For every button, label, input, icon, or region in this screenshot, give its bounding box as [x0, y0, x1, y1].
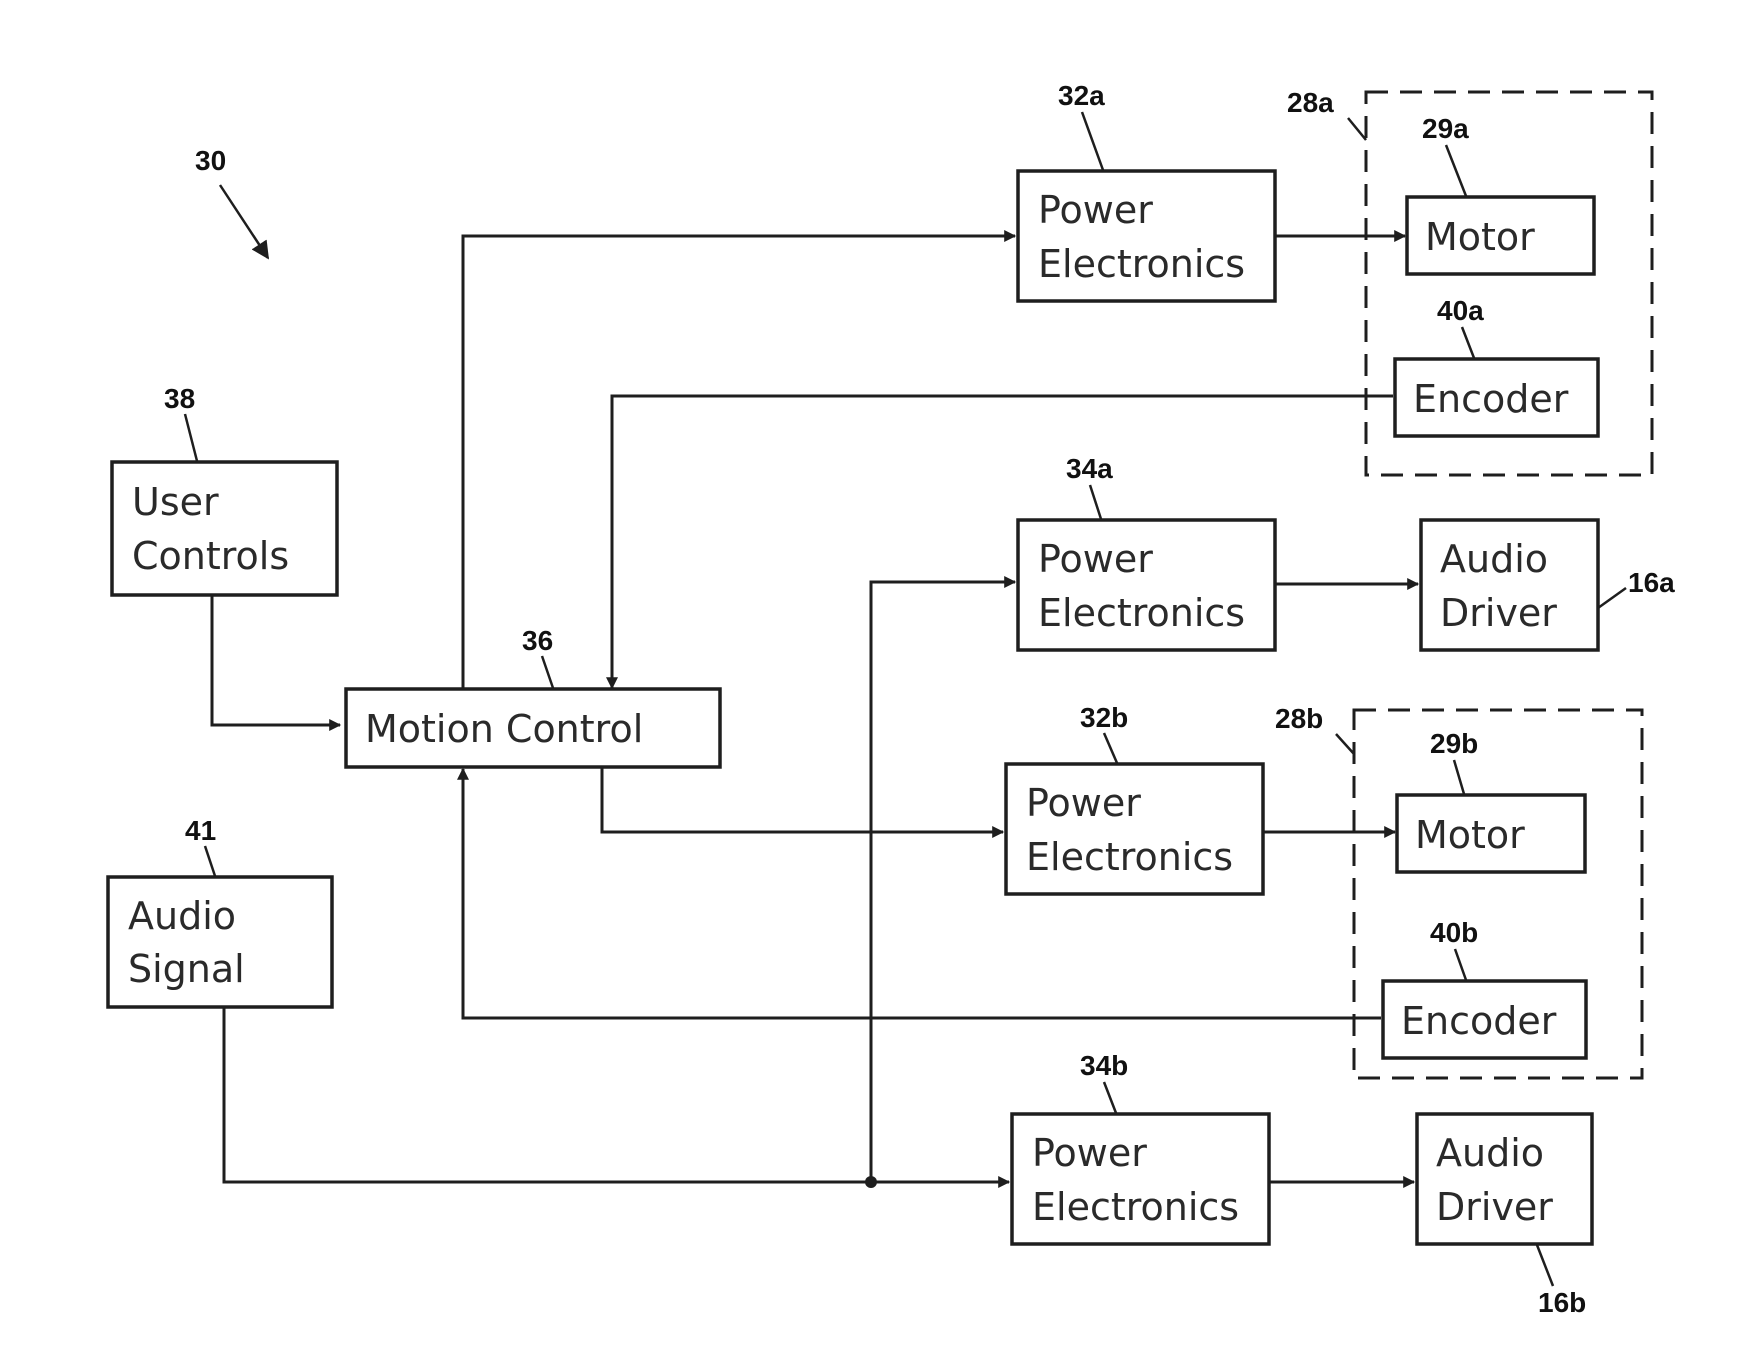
motion-control-block: Motion Control — [346, 689, 720, 767]
motor-29a-leader — [1446, 145, 1466, 196]
power-electronics-32b-block: Power Electronics — [1006, 764, 1263, 894]
encoder-40b-label: Encoder — [1401, 999, 1557, 1043]
group-28b-ref: 28b — [1275, 703, 1323, 734]
audio-driver-16b-block: Audio Driver — [1417, 1114, 1592, 1244]
encoder-40b-block: Encoder — [1383, 981, 1586, 1058]
audio-driver-16a-label-line2: Driver — [1440, 591, 1557, 635]
audio-signal-ref: 41 — [185, 815, 216, 846]
pe-34b-label-line1: Power — [1032, 1131, 1147, 1175]
user-controls-label-line2: Controls — [132, 534, 289, 578]
pe-32a-leader — [1082, 112, 1103, 170]
motor-29b-leader — [1454, 760, 1464, 794]
audio-driver-16a-label-line1: Audio — [1440, 537, 1548, 581]
audio-driver-16a-ref: 16a — [1628, 567, 1675, 598]
encoder-40a-leader — [1462, 327, 1474, 358]
figure-ref-30-arrow — [220, 185, 268, 258]
wire-audio-signal-to-pe-34b — [224, 1007, 1009, 1182]
pe-32a-ref: 32a — [1058, 80, 1105, 111]
audio-driver-16a-block: Audio Driver — [1421, 520, 1598, 650]
group-28a-leader — [1348, 118, 1366, 140]
user-controls-block: User Controls — [112, 462, 337, 595]
user-controls-leader — [185, 414, 197, 461]
wire-motion-control-to-pe-32a — [463, 236, 1015, 688]
pe-32b-label-line2: Electronics — [1026, 835, 1233, 879]
user-controls-ref: 38 — [164, 383, 195, 414]
power-electronics-34a-block: Power Electronics — [1018, 520, 1275, 650]
encoder-40a-block: Encoder — [1395, 359, 1598, 436]
audio-driver-16b-ref: 16b — [1538, 1287, 1586, 1318]
pe-34b-leader — [1104, 1082, 1116, 1113]
pe-32a-label-line1: Power — [1038, 188, 1153, 232]
user-controls-label-line1: User — [132, 480, 219, 524]
motion-control-label: Motion Control — [365, 707, 643, 751]
motion-control-leader — [542, 656, 553, 688]
motor-29b-ref: 29b — [1430, 728, 1478, 759]
wire-motion-control-to-pe-32b — [602, 767, 1003, 832]
pe-34a-label-line1: Power — [1038, 537, 1153, 581]
audio-signal-label-line1: Audio — [128, 894, 236, 938]
pe-34a-label-line2: Electronics — [1038, 591, 1245, 635]
motor-29b-label: Motor — [1415, 813, 1525, 857]
audio-signal-leader — [205, 846, 215, 876]
pe-32b-label-line1: Power — [1026, 781, 1141, 825]
power-electronics-34b-block: Power Electronics — [1012, 1114, 1269, 1244]
figure-ref-30: 30 — [195, 145, 226, 176]
wire-user-controls-to-motion-control — [212, 596, 340, 725]
group-28b-leader — [1336, 734, 1354, 754]
audio-signal-block: Audio Signal — [108, 877, 332, 1007]
pe-32b-leader — [1104, 733, 1117, 763]
power-electronics-32a-block: Power Electronics — [1018, 171, 1275, 301]
pe-34b-ref: 34b — [1080, 1050, 1128, 1081]
wire-audio-signal-to-pe-34a — [871, 582, 1015, 1182]
motor-29a-ref: 29a — [1422, 113, 1469, 144]
motor-29b-block: Motor — [1397, 795, 1585, 872]
encoder-40b-leader — [1455, 949, 1466, 980]
motor-29a-label: Motor — [1425, 215, 1535, 259]
audio-driver-16b-leader — [1537, 1245, 1553, 1286]
motor-29a-block: Motor — [1407, 197, 1594, 274]
pe-34a-leader — [1090, 485, 1101, 519]
audio-driver-16b-label-line2: Driver — [1436, 1185, 1553, 1229]
encoder-40b-ref: 40b — [1430, 917, 1478, 948]
encoder-40a-label: Encoder — [1413, 377, 1569, 421]
motion-control-ref: 36 — [522, 625, 553, 656]
pe-34a-ref: 34a — [1066, 453, 1113, 484]
audio-driver-16a-leader — [1598, 588, 1626, 608]
pe-32b-ref: 32b — [1080, 702, 1128, 733]
audio-driver-16b-label-line1: Audio — [1436, 1131, 1544, 1175]
audio-signal-label-line2: Signal — [128, 947, 245, 991]
wire-junction-node — [865, 1176, 877, 1188]
pe-32a-label-line2: Electronics — [1038, 242, 1245, 286]
group-28a-ref: 28a — [1287, 87, 1334, 118]
pe-34b-label-line2: Electronics — [1032, 1185, 1239, 1229]
encoder-40a-ref: 40a — [1437, 295, 1484, 326]
